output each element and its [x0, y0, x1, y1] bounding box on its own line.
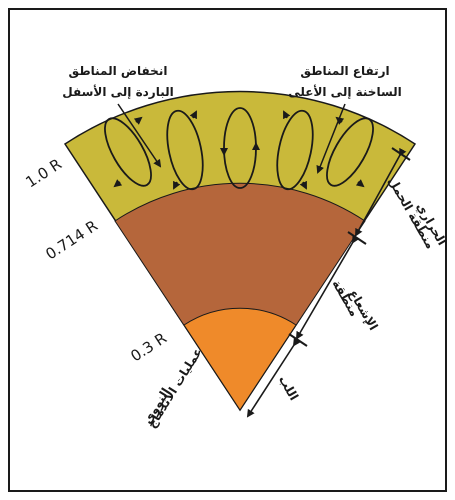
radius-label-outer: 1.0 R: [22, 155, 65, 191]
rising-label-line2: الساخنة إلى الأعلى: [288, 84, 402, 99]
core-zone-label: اللب: [276, 373, 301, 403]
rising-label-line1: ارتفاع المناطق: [300, 64, 389, 78]
radius-label-inner: 0.3 R: [127, 329, 170, 365]
sinking-label-line1: انخفاض المناطق: [69, 64, 168, 78]
radius-label-middle: 0.714 R: [42, 217, 101, 264]
sinking-label-line2: الباردة إلى الأسفل: [62, 84, 174, 99]
